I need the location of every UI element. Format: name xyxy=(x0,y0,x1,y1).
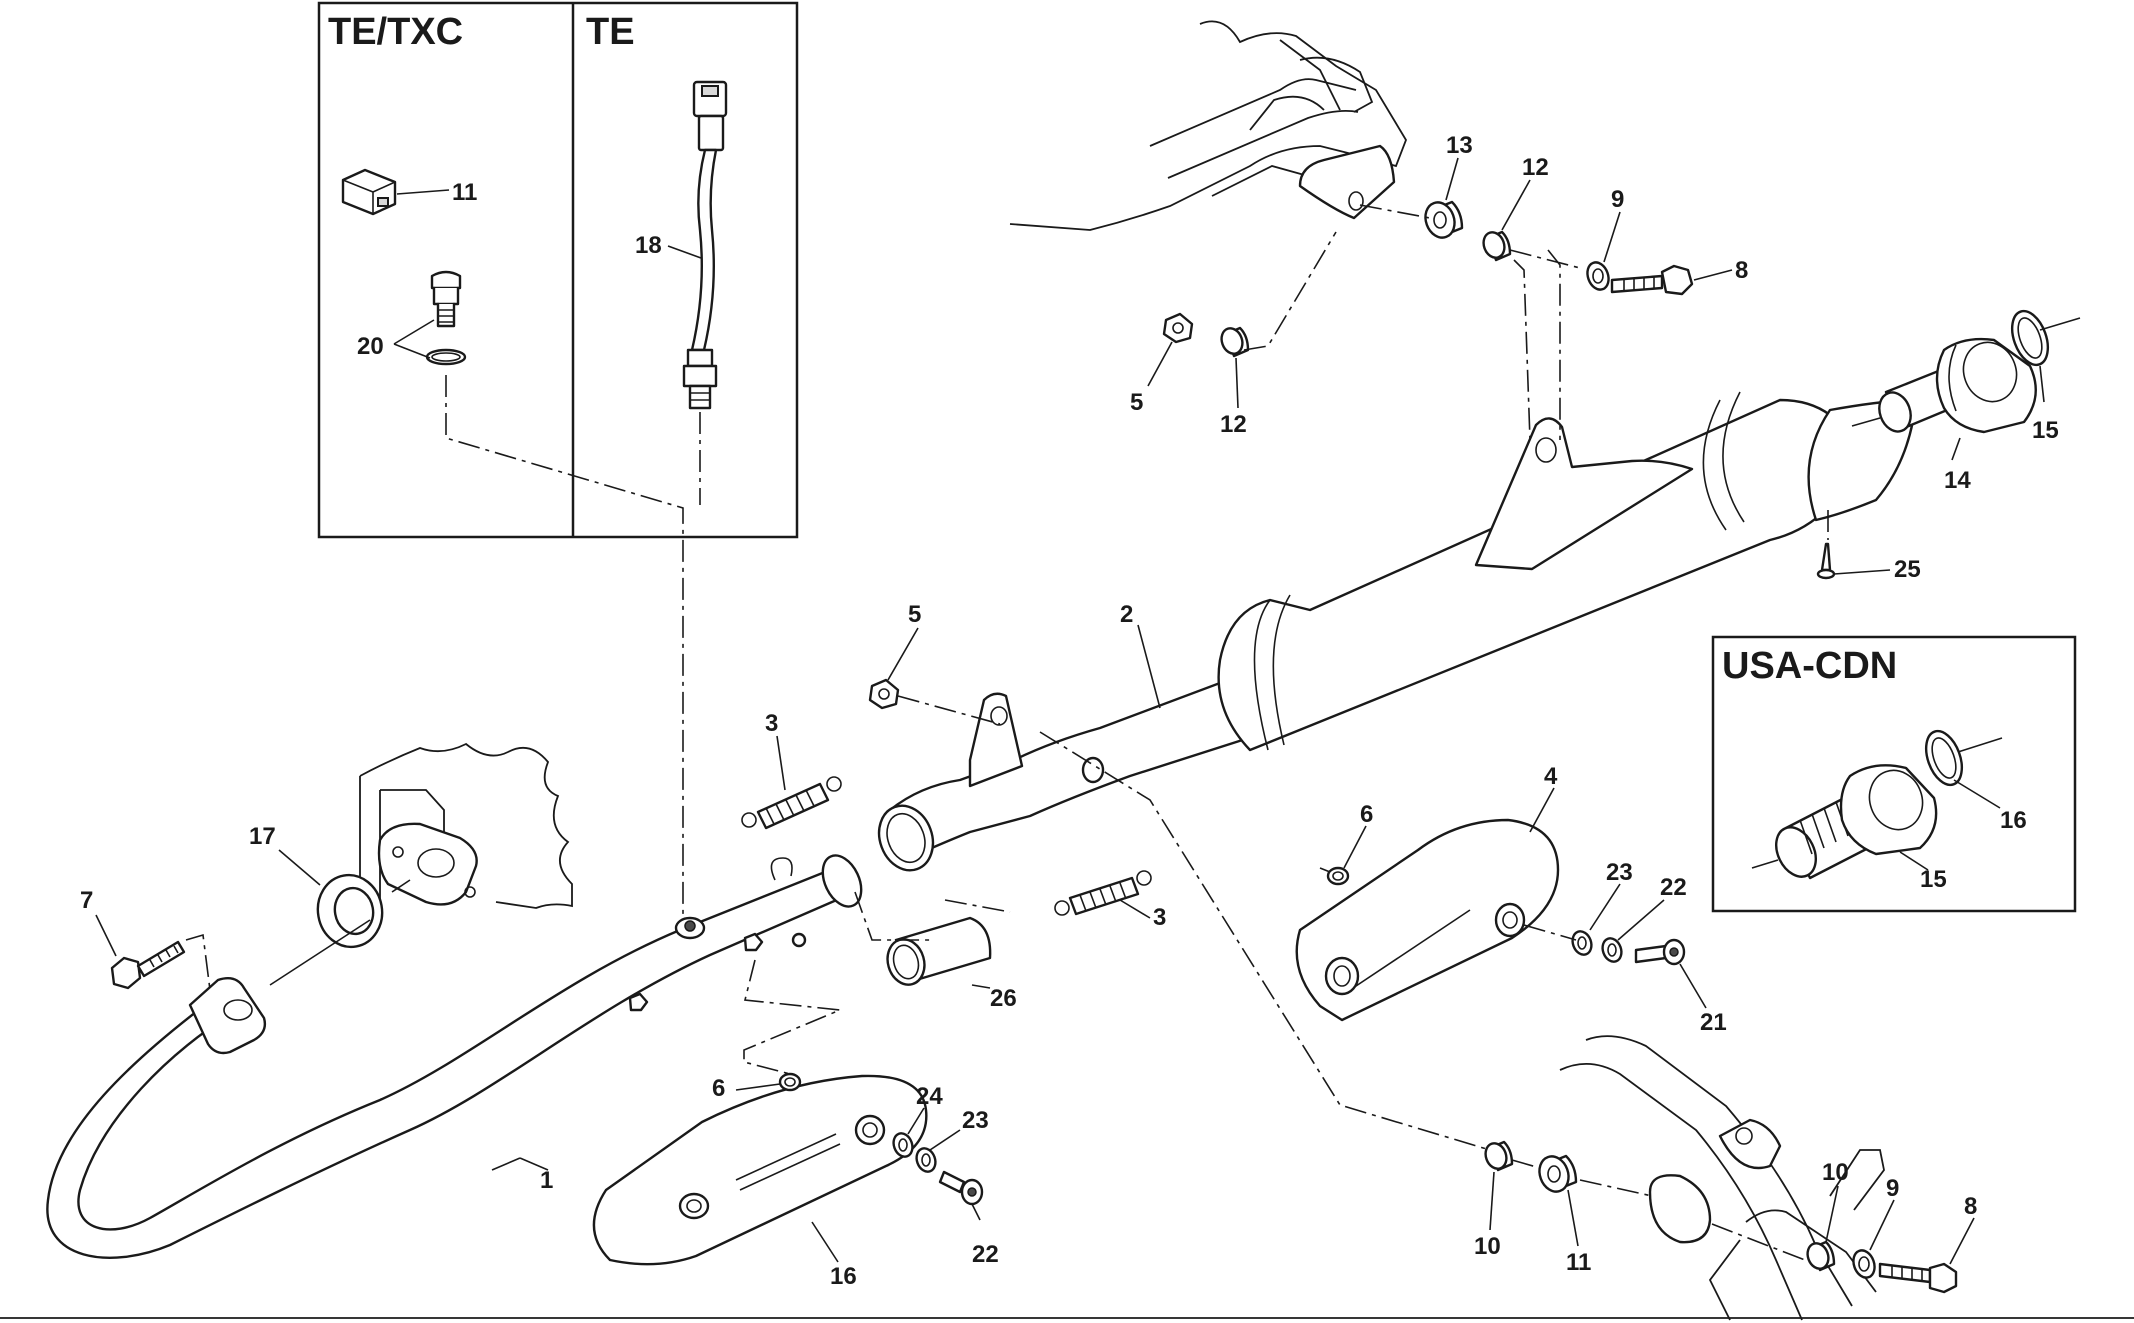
callout-25: 25 xyxy=(1894,556,1921,583)
heat-shield-16 xyxy=(592,1074,928,1266)
bushing-10-lower-left xyxy=(1484,1140,1514,1172)
circlip-15-inset xyxy=(1924,729,1964,787)
callout-5-upper: 5 xyxy=(1130,389,1143,416)
grommet-11 xyxy=(1538,1154,1578,1193)
washer-24-upper xyxy=(1571,930,1593,956)
inset-title-te: TE xyxy=(586,11,635,53)
callout-12-upper: 12 xyxy=(1522,154,1549,181)
callout-15-inset: 16 xyxy=(2000,807,2027,834)
washer-9-lower xyxy=(1852,1249,1876,1279)
callout-9-upper: 9 xyxy=(1611,186,1624,213)
bushing-12-upper xyxy=(1482,230,1512,262)
plug-screw-20 xyxy=(425,270,467,366)
sensor-cable-18 xyxy=(682,80,728,410)
callout-13: 13 xyxy=(1446,132,1473,159)
bolt-22-lower xyxy=(938,1170,984,1206)
washer-24-lower xyxy=(892,1132,914,1158)
inset-usa-cdn-frame xyxy=(1711,635,2077,913)
bushing-12-lower xyxy=(1220,326,1250,358)
inset-title-usa-cdn: USA-CDN xyxy=(1722,645,1897,687)
callout-12-lower: 12 xyxy=(1220,411,1247,438)
spark-arrestor-14 xyxy=(1775,764,1938,880)
gasket-17 xyxy=(316,873,384,949)
bolt-7 xyxy=(110,940,186,990)
inset-title-te-txc: TE/TXC xyxy=(328,11,463,53)
callout-5-midpipe: 5 xyxy=(908,601,921,628)
cylinder-head-outline xyxy=(359,742,573,909)
callout-3-lower: 3 xyxy=(1153,904,1166,931)
header-pipe-1 xyxy=(46,854,863,1259)
nut-5-upper xyxy=(1162,312,1194,344)
bolt-22-upper xyxy=(1634,938,1686,966)
callout-3-upper: 3 xyxy=(765,710,778,737)
callout-14-main: 14 xyxy=(1944,467,1971,494)
callout-10-lower-right: 10 xyxy=(1822,1159,1849,1186)
callout-14-inset: 15 xyxy=(1920,866,1947,893)
callout-8-lower: 8 xyxy=(1964,1193,1977,1220)
washer-23-lower xyxy=(915,1147,937,1173)
nut-5-midpipe xyxy=(868,678,900,710)
callout-10-lower-left: 10 xyxy=(1474,1233,1501,1260)
callout-17: 17 xyxy=(249,823,276,850)
heat-shield-4 xyxy=(1295,818,1560,1022)
inset-usa-cdn: USA-CDN 16 15 xyxy=(1711,635,2077,913)
screw-25 xyxy=(1816,542,1836,580)
callout-8-upper: 8 xyxy=(1735,257,1748,284)
bolt-8-upper xyxy=(1610,264,1694,296)
callout-23-lower: 23 xyxy=(962,1107,989,1134)
bushing-10-lower-right xyxy=(1806,1240,1836,1272)
sleeve-26 xyxy=(886,916,992,986)
bolt-8-lower xyxy=(1878,1262,1958,1294)
callout-2: 2 xyxy=(1120,601,1133,628)
callout-9-lower: 9 xyxy=(1886,1175,1899,1202)
callout-22-upper: 21 xyxy=(1700,1009,1727,1036)
callout-22-lower: 22 xyxy=(972,1241,999,1268)
muffler-2 xyxy=(877,391,1918,872)
callout-23-upper: 22 xyxy=(1660,874,1687,901)
grommet-6-lower xyxy=(778,1072,802,1092)
grommet-13 xyxy=(1424,200,1464,239)
callout-6-upper: 6 xyxy=(1360,801,1373,828)
callout-26: 26 xyxy=(990,985,1017,1012)
callout-24-upper: 23 xyxy=(1606,859,1633,886)
callout-11: 11 xyxy=(1566,1249,1591,1276)
spring-3-upper xyxy=(741,776,842,830)
callout-1: 1 xyxy=(540,1167,553,1194)
callout-7: 7 xyxy=(80,887,93,914)
callout-21: 11 xyxy=(452,179,477,206)
rear-frame-upper xyxy=(1009,20,1407,231)
connector-cap-21 xyxy=(341,168,397,216)
callout-24-lower: 24 xyxy=(916,1083,943,1110)
grommet-6-upper xyxy=(1326,866,1350,886)
inset-frame xyxy=(317,1,799,539)
callout-16: 16 xyxy=(830,1263,857,1290)
inset-te-txc-te: TE/TXC TE xyxy=(317,1,799,539)
washer-23-upper xyxy=(1601,937,1623,963)
circlip-15 xyxy=(2010,309,2050,367)
callout-20: 20 xyxy=(357,333,384,360)
callout-6-lower: 6 xyxy=(712,1075,725,1102)
outlet-sleeve-14 xyxy=(1878,337,2037,434)
callout-15-main: 15 xyxy=(2032,417,2059,444)
washer-9-upper xyxy=(1586,261,1610,291)
rear-frame-lower xyxy=(1559,1035,1885,1321)
callout-4: 4 xyxy=(1544,763,1558,790)
callout-18: 18 xyxy=(635,232,662,259)
spring-3-lower xyxy=(1054,870,1152,916)
